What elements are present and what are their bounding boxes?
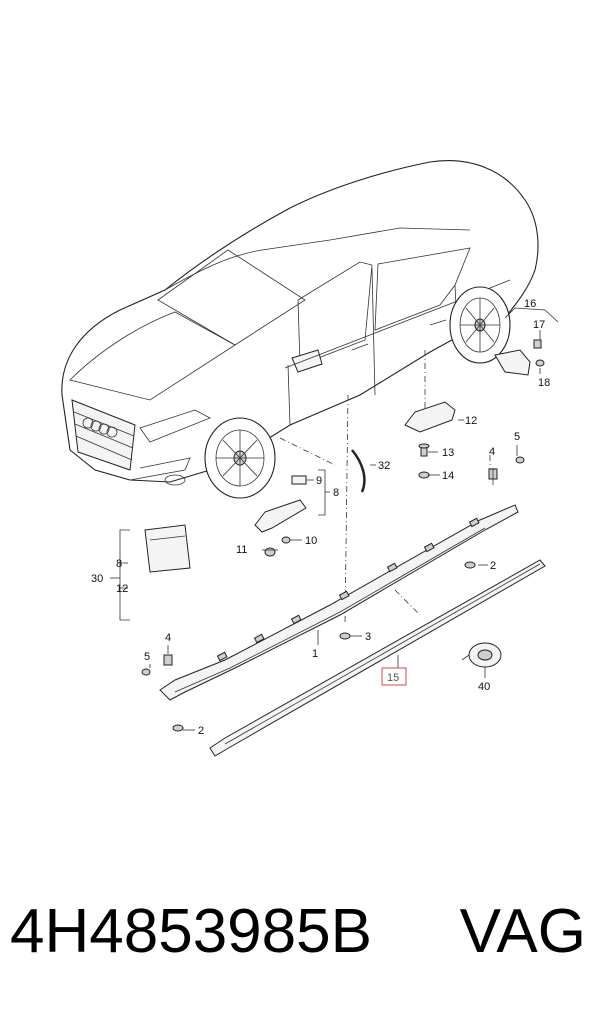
- sill-panel-edge: [174, 527, 486, 693]
- part-32-strip: [351, 449, 366, 493]
- part-12-bracket-upper: [404, 401, 456, 433]
- car-illustration: [61, 160, 539, 499]
- car-side-mirror: [291, 349, 323, 373]
- car-logo-rings: [82, 417, 118, 438]
- sill-panel-clips: [216, 517, 480, 662]
- assembly-guide-lines: [279, 350, 491, 626]
- callout-5-upper: 5: [514, 431, 520, 443]
- callout-32: 32: [378, 460, 390, 472]
- callout-12-bag: 12: [116, 583, 128, 595]
- part-40-tape-roll: [461, 642, 502, 668]
- car-headlight: [139, 409, 211, 443]
- part-number-label: 4H4853985B: [10, 897, 372, 966]
- callout-1: 1: [312, 648, 318, 660]
- car-door-seam-front: [287, 364, 291, 426]
- callout-5-lower: 5: [144, 651, 150, 663]
- callout-2-lower: 2: [198, 725, 204, 737]
- leader-lines: [110, 307, 559, 731]
- callout-16: 16: [524, 298, 536, 310]
- part-3-nut: [339, 632, 351, 640]
- callout-8-bag: 8: [116, 558, 122, 570]
- brand-label: VAG: [459, 897, 586, 966]
- part-18-screw: [535, 359, 545, 367]
- callout-14: 14: [442, 470, 454, 482]
- car-front-window: [297, 261, 373, 366]
- car-hood: [69, 311, 236, 401]
- part-17-clip: [533, 339, 542, 349]
- car-roof-line: [164, 227, 471, 291]
- car-door-seam-mid: [371, 267, 376, 396]
- callout-10: 10: [305, 535, 317, 547]
- car-bumper: [129, 457, 191, 481]
- part-9-clip: [291, 475, 307, 485]
- car-rear-door-handle: [429, 319, 447, 326]
- car-front-wheel: [204, 417, 276, 499]
- part-5-screw-upper: [515, 456, 525, 464]
- callout-2-upper: 2: [490, 560, 496, 572]
- callout-9: 9: [316, 475, 322, 487]
- callout-11: 11: [236, 544, 247, 556]
- part-2-nut-upper: [464, 561, 476, 569]
- trim-strip-edge: [224, 563, 541, 745]
- car-rear-wheel: [449, 286, 511, 364]
- part-30-bag-fold: [149, 535, 186, 541]
- part-14-nut: [418, 471, 430, 479]
- callout-18: 18: [538, 377, 550, 389]
- callout-8-bracket: 8: [333, 487, 339, 499]
- callout-15-highlight: [381, 667, 407, 686]
- car-front-door-handle: [351, 343, 369, 351]
- sill-panel: [159, 504, 519, 701]
- callout-4-upper: 4: [489, 446, 495, 458]
- part-13-screw: [418, 443, 430, 457]
- part-4-clip-lower: [163, 654, 173, 666]
- part-5-screw-lower: [141, 668, 151, 676]
- part-16-bracket: [494, 349, 531, 376]
- callout-40: 40: [478, 681, 490, 693]
- callout-4-lower: 4: [165, 632, 171, 644]
- part-2-nut-lower: [172, 724, 184, 732]
- callout-3: 3: [365, 631, 371, 643]
- callout-labels: 1 2 2 3 4 4 5 5 8 8 9 10 11 12 12 13 14 …: [91, 298, 550, 737]
- callout-15: 15: [387, 672, 399, 684]
- car-windshield: [157, 249, 306, 346]
- callout-13: 13: [442, 447, 454, 459]
- callout-30: 30: [91, 573, 103, 585]
- part-8-bracket: [254, 499, 307, 533]
- car-fog-light: [164, 474, 186, 486]
- callout-17: 17: [533, 319, 545, 331]
- car-rear-window: [374, 247, 471, 331]
- part-10-nut: [281, 536, 291, 544]
- parts-diagram: 1 2 2 3 4 4 5 5 8 8 9 10 11 12 12 13 14 …: [61, 160, 559, 757]
- callout-12-upper: 12: [465, 415, 477, 427]
- part-30-bag: [144, 524, 191, 573]
- part-11-nut: [264, 547, 276, 557]
